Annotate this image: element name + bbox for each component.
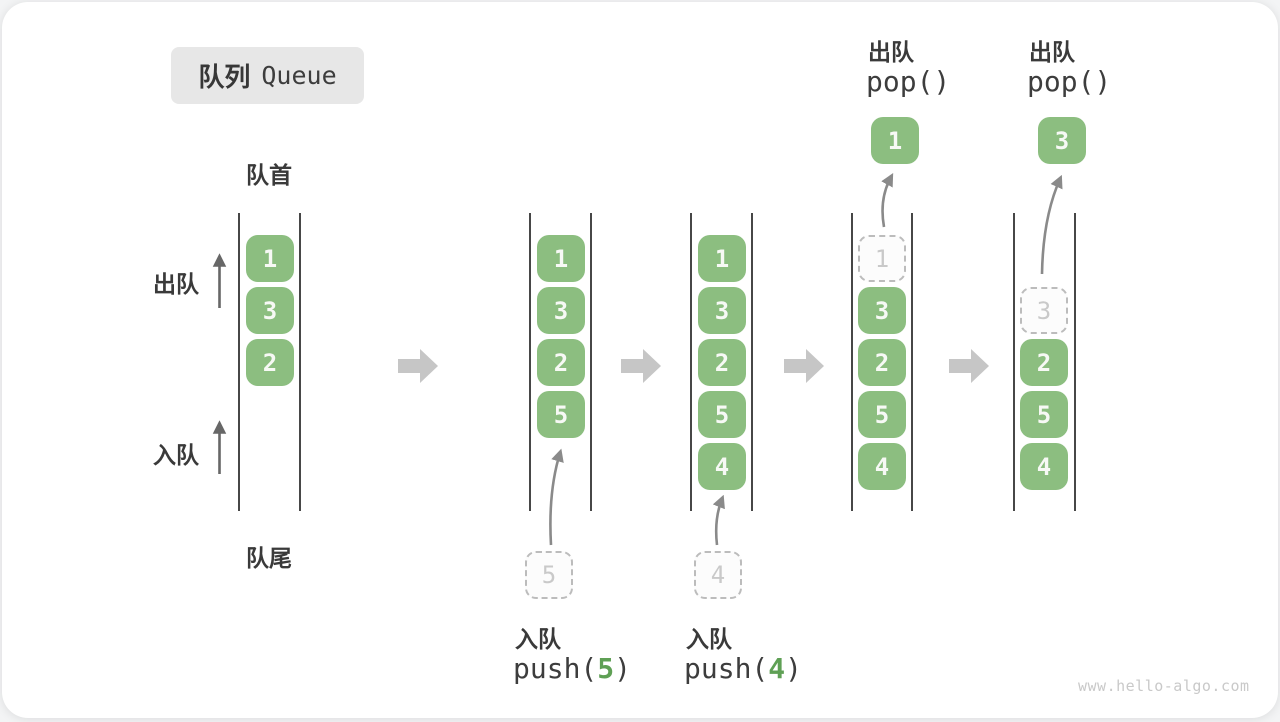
queue-wall bbox=[1074, 213, 1076, 511]
queue-cell: 2 bbox=[1020, 339, 1068, 386]
queue-wall bbox=[911, 213, 913, 511]
pop-arrow-icon bbox=[1040, 174, 1063, 275]
queue-wall bbox=[590, 213, 592, 511]
queue-cell: 5 bbox=[858, 391, 906, 438]
queue-cell: 5 bbox=[537, 391, 585, 438]
queue-cell: 5 bbox=[698, 391, 746, 438]
queue-cell: 2 bbox=[698, 339, 746, 386]
state-flow-arrow-icon bbox=[784, 349, 824, 383]
ghost-cell: 3 bbox=[1020, 287, 1068, 334]
label-dequeue-op: 出队 bbox=[1029, 39, 1075, 65]
title-badge: 队列 Queue bbox=[171, 47, 364, 104]
queue-cell: 3 bbox=[858, 287, 906, 334]
code-push-post: ) bbox=[785, 652, 803, 685]
code-push-pre: push( bbox=[513, 652, 598, 685]
code-push-post: ) bbox=[614, 652, 632, 685]
code-push-arg: 5 bbox=[597, 652, 615, 685]
queue-wall bbox=[851, 213, 853, 511]
watermark-url: www.hello-algo.com bbox=[1078, 677, 1250, 695]
code-push: push(4) bbox=[684, 652, 802, 685]
queue-wall bbox=[1013, 213, 1015, 511]
push-arrow-icon bbox=[549, 448, 564, 546]
queue-cell: 4 bbox=[698, 443, 746, 490]
pop-arrow-icon bbox=[881, 173, 894, 228]
incoming-cell: 5 bbox=[525, 551, 573, 599]
queue-cell: 4 bbox=[858, 443, 906, 490]
push-arrow-icon bbox=[712, 494, 725, 546]
code-pop: pop() bbox=[1027, 65, 1112, 98]
incoming-cell: 4 bbox=[694, 551, 742, 599]
queue-cell: 2 bbox=[537, 339, 585, 386]
queue-cell: 2 bbox=[858, 339, 906, 386]
label-dequeue-op: 出队 bbox=[868, 39, 914, 65]
code-push: push(5) bbox=[513, 652, 631, 685]
code-push-pre: push( bbox=[684, 652, 769, 685]
queue-wall bbox=[751, 213, 753, 511]
queue-cell: 3 bbox=[537, 287, 585, 334]
queue-cell: 1 bbox=[698, 235, 746, 282]
popped-cell: 3 bbox=[1038, 117, 1086, 164]
queue-cell: 5 bbox=[1020, 391, 1068, 438]
queue-wall bbox=[690, 213, 692, 511]
label-enqueue-op: 入队 bbox=[686, 626, 732, 652]
label-queue-rear: 队尾 bbox=[246, 545, 292, 571]
label-queue-front: 队首 bbox=[246, 162, 292, 188]
queue-cell: 3 bbox=[246, 287, 294, 334]
label-dequeue-side: 出队 bbox=[153, 271, 199, 297]
queue-cell: 1 bbox=[537, 235, 585, 282]
code-push-arg: 4 bbox=[768, 652, 786, 685]
code-pop: pop() bbox=[866, 65, 951, 98]
ghost-cell: 1 bbox=[858, 235, 906, 282]
popped-cell: 1 bbox=[871, 117, 919, 164]
queue-cell: 2 bbox=[246, 339, 294, 386]
queue-wall bbox=[529, 213, 531, 511]
state-flow-arrow-icon bbox=[621, 349, 661, 383]
queue-cell: 4 bbox=[1020, 443, 1068, 490]
queue-cell: 1 bbox=[246, 235, 294, 282]
state-flow-arrow-icon bbox=[398, 349, 438, 383]
queue-wall bbox=[299, 213, 301, 511]
title-en: Queue bbox=[261, 61, 337, 90]
queue-cell: 3 bbox=[698, 287, 746, 334]
label-enqueue-op: 入队 bbox=[515, 626, 561, 652]
state-flow-arrow-icon bbox=[949, 349, 989, 383]
queue-wall bbox=[238, 213, 240, 511]
title-zh: 队列 bbox=[198, 62, 251, 92]
label-enqueue-side: 入队 bbox=[153, 442, 199, 468]
